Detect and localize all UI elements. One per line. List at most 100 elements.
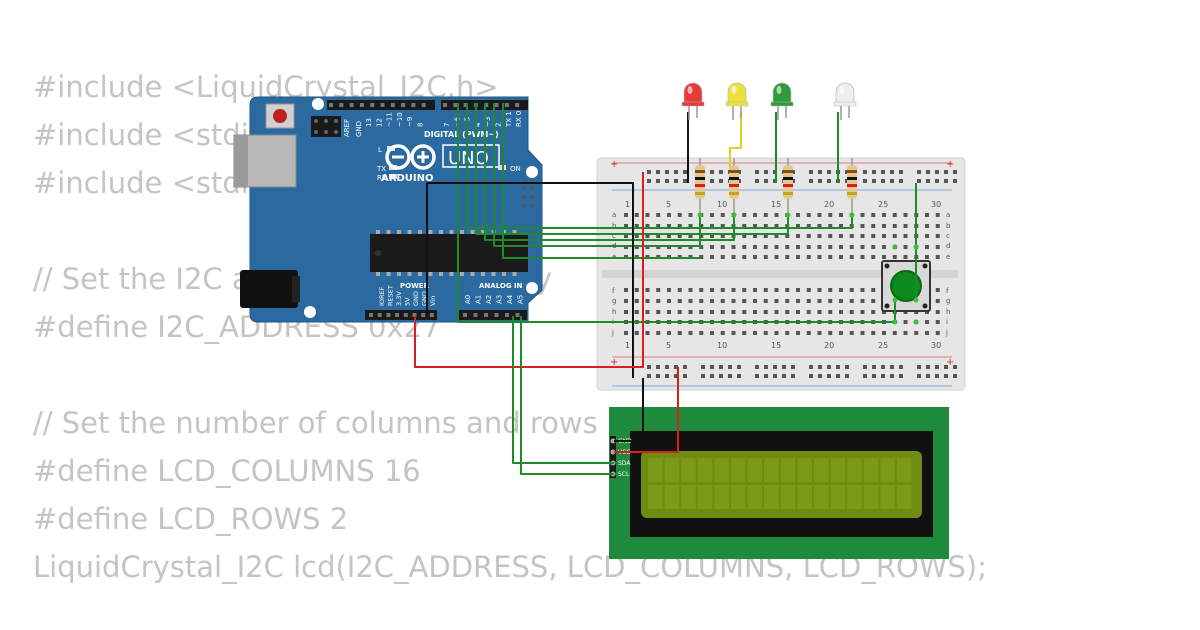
rail-hole xyxy=(674,365,678,369)
column-number: 25 xyxy=(878,200,888,209)
breadboard-hole xyxy=(785,288,790,292)
breadboard-hole xyxy=(667,299,671,303)
rail-hole xyxy=(791,365,795,369)
lcd-cell xyxy=(747,458,763,482)
breadboard-hole xyxy=(806,224,811,228)
chip-pin xyxy=(407,230,412,234)
row-letter: a xyxy=(946,211,950,219)
digital-pin-hole xyxy=(484,103,489,107)
rail-hole xyxy=(953,179,957,183)
breadboard-hole xyxy=(871,255,876,259)
rail-hole xyxy=(674,170,678,174)
digital-pin-label: 12 xyxy=(375,118,383,127)
wire-extra xyxy=(502,103,700,259)
led-white xyxy=(833,82,857,120)
rail-hole xyxy=(647,179,651,183)
power-header xyxy=(365,310,437,320)
breadboard-hole xyxy=(731,331,736,335)
rail-hole xyxy=(647,170,651,174)
power-pin-hole xyxy=(403,313,408,317)
lcd-cell xyxy=(731,485,746,509)
analog-pin-label: A4 xyxy=(506,294,514,304)
breadboard-hole xyxy=(742,299,747,303)
rail-hole xyxy=(737,365,741,369)
chip-pin xyxy=(386,230,391,234)
lcd-cell xyxy=(697,458,713,482)
breadboard-hole xyxy=(796,331,800,335)
breadboard-hole xyxy=(731,288,736,292)
breadboard-hole xyxy=(882,224,886,228)
breadboard-hole xyxy=(817,213,822,217)
led-rim xyxy=(681,101,705,107)
breadboard-hole xyxy=(656,331,661,335)
digital-pin-label: TX 1 xyxy=(505,111,513,128)
rail-hole xyxy=(872,374,876,378)
breadboard-hole xyxy=(871,310,876,314)
push-button-corner xyxy=(922,303,928,309)
chip-pin xyxy=(449,272,454,276)
lcd-cell xyxy=(814,485,829,509)
digital-pin-hole xyxy=(390,103,395,107)
breadboard-hole xyxy=(860,331,865,335)
resistor-body xyxy=(729,165,739,199)
breadboard-hole xyxy=(860,245,865,249)
breadboard-hole xyxy=(710,310,714,314)
breadboard-hole xyxy=(785,245,790,249)
led-body xyxy=(683,82,703,105)
breadboard-hole xyxy=(634,299,639,303)
breadboard-hole xyxy=(796,245,800,249)
rail-hole xyxy=(809,374,813,378)
led-yellow xyxy=(725,82,749,120)
breadboard-hole xyxy=(720,310,725,314)
breadboard-hole xyxy=(839,213,843,217)
breadboard-hole xyxy=(882,234,886,238)
reset-button[interactable] xyxy=(273,109,287,123)
lcd-cell xyxy=(880,485,895,509)
breadboard-hole xyxy=(817,331,822,335)
rail-hole xyxy=(917,374,921,378)
chip-pin xyxy=(502,272,506,276)
led-highlight xyxy=(776,86,782,94)
row-letter: c xyxy=(612,232,616,240)
breadboard-hole xyxy=(677,234,682,238)
wire-gnd xyxy=(426,182,634,378)
breadboard-hole xyxy=(763,224,768,228)
push-button-corner xyxy=(884,303,890,309)
lcd-cell xyxy=(797,485,812,509)
breadboard-hole xyxy=(903,331,908,335)
breadboard-hole xyxy=(925,320,929,324)
row-letter: g xyxy=(946,297,950,305)
rail-hole xyxy=(899,170,903,174)
rail-plus-label: + xyxy=(610,159,618,170)
breadboard-hole xyxy=(806,331,811,335)
breadboard-hole xyxy=(753,331,757,335)
digital-pin-hole xyxy=(349,103,354,107)
breadboard-hole xyxy=(828,310,833,314)
rail-hole xyxy=(728,374,732,378)
power-pin-label: 5V xyxy=(404,297,412,306)
breadboard-hole xyxy=(742,288,747,292)
breadboard-hole xyxy=(925,213,929,217)
wire-lcd-vcc xyxy=(614,367,679,453)
breadboard-hole xyxy=(849,310,854,314)
wire-led-yellow-a xyxy=(484,103,528,241)
digital-pin-hole xyxy=(463,103,468,107)
led-body xyxy=(772,82,792,105)
breadboard-hole xyxy=(849,255,854,259)
breadboard-hole xyxy=(710,255,714,259)
digital-pin-label: 4 xyxy=(474,122,482,127)
row-letter: c xyxy=(946,232,950,240)
breadboard-hole xyxy=(667,288,671,292)
power-pin-hole xyxy=(412,313,417,317)
breadboard-hole xyxy=(699,299,704,303)
breadboard-hole xyxy=(688,310,693,314)
push-button[interactable] xyxy=(881,260,931,312)
breadboard-hole xyxy=(688,213,693,217)
push-button-cap[interactable] xyxy=(890,270,922,302)
rail-hole xyxy=(665,374,669,378)
breadboard-hole xyxy=(828,234,833,238)
rail-hole xyxy=(872,170,876,174)
breadboard-hole xyxy=(806,299,811,303)
breadboard-hole xyxy=(677,288,682,292)
wires xyxy=(414,103,917,475)
